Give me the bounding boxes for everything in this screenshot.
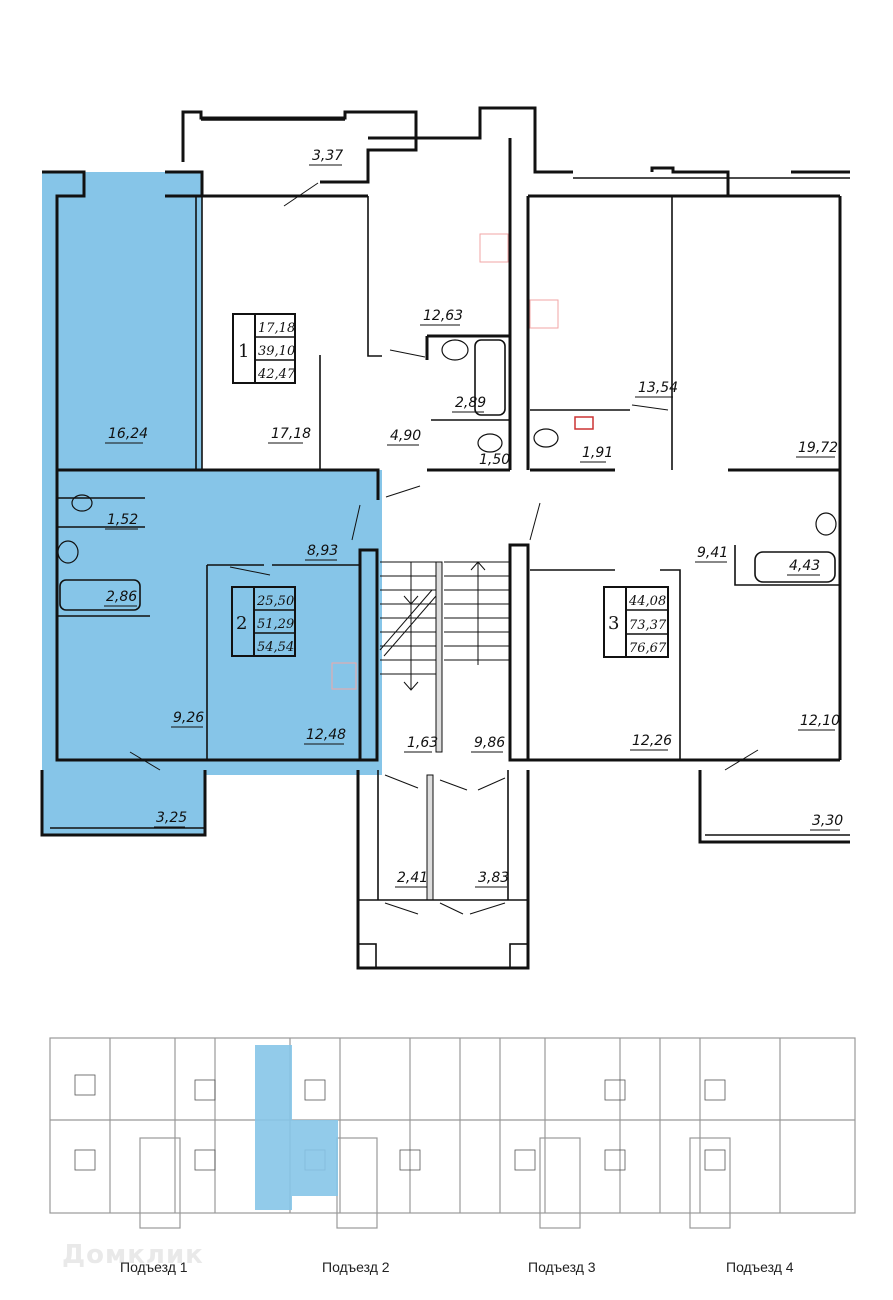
entrance-label-1: Подъезд 1	[120, 1259, 188, 1275]
floor-plan: 1 17,18 39,10 42,47 2 25,50 51,29 54,54 …	[40, 106, 850, 970]
apartment-1-info[interactable]: 1 17,18 39,10 42,47	[232, 313, 296, 384]
apartment-3-info[interactable]: 3 44,08 73,37 76,67	[603, 586, 669, 658]
entrance-label-2: Подъезд 2	[322, 1259, 390, 1275]
apartment-number: 3	[608, 613, 619, 634]
room-area: 12,48	[306, 727, 346, 743]
room-area: 1,52	[107, 512, 138, 528]
room-area: 4,43	[789, 558, 820, 574]
room-area: 9,26	[173, 710, 204, 726]
room-area: 16,24	[108, 426, 148, 442]
room-area: 3,37	[312, 148, 343, 164]
apartment-number: 2	[236, 613, 247, 634]
domclick-watermark: Домклик	[62, 1240, 204, 1270]
room-labels: 3,37 12,63 17,18 4,90 2,89 1,50 16,24 1,…	[104, 148, 843, 888]
living-area: 44,08	[628, 594, 666, 609]
highlighted-apartment-overview[interactable]	[255, 1045, 338, 1210]
room-area: 9,86	[474, 735, 505, 751]
entrance-label-4: Подъезд 4	[726, 1259, 794, 1275]
room-area: 12,10	[800, 713, 840, 729]
living-area: 25,50	[256, 594, 294, 609]
total-area: 39,10	[258, 344, 295, 359]
apartment-2-highlight[interactable]	[42, 172, 382, 835]
room-area: 1,91	[582, 445, 613, 461]
room-area: 13,54	[638, 380, 678, 396]
room-area: 3,83	[478, 870, 509, 886]
total-with-balcony: 54,54	[257, 640, 294, 655]
walls	[40, 106, 850, 970]
apartment-2-info[interactable]: 2 25,50 51,29 54,54	[231, 586, 296, 657]
room-area: 3,25	[156, 810, 187, 826]
room-area: 17,18	[271, 426, 311, 442]
room-area: 12,26	[632, 733, 672, 749]
total-with-balcony: 42,47	[257, 367, 296, 382]
room-area: 1,50	[479, 452, 510, 468]
room-area: 19,72	[798, 440, 838, 456]
room-area: 2,89	[455, 395, 486, 411]
building-overview-plan	[49, 1037, 856, 1229]
living-area: 17,18	[258, 321, 295, 336]
room-area: 2,41	[397, 870, 428, 886]
entrance-label-3: Подъезд 3	[528, 1259, 596, 1275]
room-area: 4,90	[390, 428, 421, 444]
total-area: 51,29	[257, 617, 294, 632]
apartment-number: 1	[238, 341, 249, 362]
total-with-balcony: 76,67	[629, 641, 667, 656]
room-area: 9,41	[697, 545, 728, 561]
room-area: 12,63	[423, 308, 463, 324]
room-area: 1,63	[407, 735, 438, 751]
room-area: 8,93	[307, 543, 338, 559]
room-area: 3,30	[812, 813, 843, 829]
total-area: 73,37	[629, 618, 667, 633]
room-area: 2,86	[106, 589, 137, 605]
